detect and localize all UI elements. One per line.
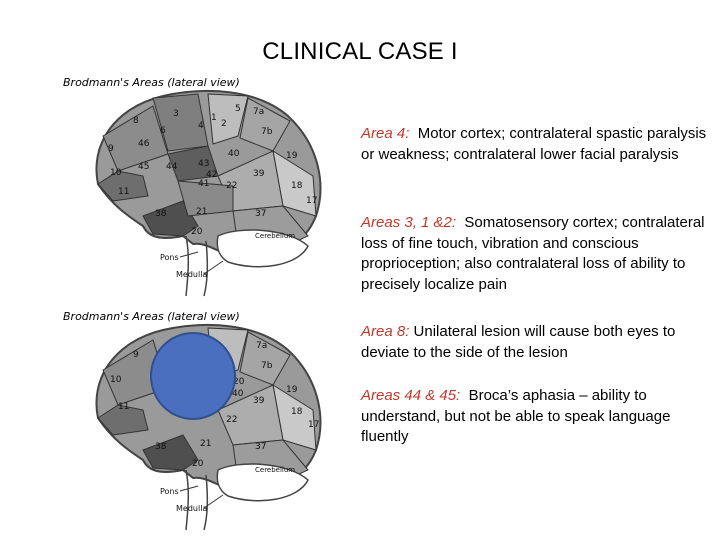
area-label: 40 (232, 389, 244, 399)
area-label: 42 (206, 170, 217, 180)
cortex-region (97, 170, 149, 202)
pons-pointer (179, 251, 199, 258)
area-label: 2 (221, 119, 227, 129)
area-label: 8 (133, 116, 139, 126)
area-label: 3 (173, 109, 179, 119)
area-label: 46 (138, 139, 150, 149)
area-label: 9 (133, 350, 139, 360)
area-label: 37 (255, 209, 266, 219)
area-label: 1 (211, 113, 217, 123)
pons-label: Pons (160, 487, 179, 496)
brodmann-figure-top: 3 5 7a 8 6 4 1 2 7b 9 46 40 10 45 44 43 … (58, 76, 328, 298)
cortex-region (142, 200, 199, 237)
area-label: 39 (253, 169, 265, 179)
case-block-areas-3-1-2: Areas 3, 1 &2: Somatosensory cortex; con… (361, 213, 716, 295)
area-label: 38 (155, 209, 167, 219)
medulla-pointer (203, 260, 224, 275)
medulla-label: Medulla (176, 504, 207, 513)
area-label: 22 (226, 181, 237, 191)
block-term: Areas 3, 1 &2: (361, 214, 457, 231)
area-label: 6 (160, 126, 166, 136)
lesion-marker (150, 332, 236, 420)
area-label: 19 (286, 151, 298, 161)
cerebellum (216, 229, 309, 268)
area-label: 7b (261, 127, 273, 137)
figure-caption: Brodmann's Areas (lateral view) (63, 310, 240, 323)
area-label: 43 (198, 159, 209, 169)
area-label: 20 (233, 377, 245, 387)
area-label: 17 (306, 196, 317, 206)
cortex-region (97, 404, 149, 436)
cortex-region (207, 93, 249, 145)
brodmann-figure-bottom: 9 7a 7b 10 19 20 39 18 17 11 38 21 37 20… (58, 310, 328, 532)
pons-label: Pons (160, 253, 179, 262)
block-term: Area 4: (361, 125, 410, 142)
cerebellum-label: Cerebellum (255, 466, 295, 474)
medulla-pointer (203, 494, 224, 509)
area-label: 38 (155, 442, 167, 452)
area-label: 20 (192, 459, 204, 469)
area-label: 39 (253, 396, 265, 406)
block-text: Broca’s aphasia – ability to understand,… (361, 387, 671, 445)
figure-caption: Brodmann's Areas (lateral view) (63, 76, 240, 89)
area-label: 11 (118, 402, 129, 412)
brainstem (185, 235, 209, 297)
block-text: Motor cortex; contralateral spastic para… (361, 125, 707, 163)
brain-diagram-bottom: 9 7a 7b 10 19 20 39 18 17 11 38 21 37 20… (95, 323, 322, 531)
area-label: 9 (108, 144, 114, 154)
area-label: 7a (253, 107, 264, 117)
block-term: Areas 44 & 45: (361, 387, 461, 404)
cortex-region (142, 434, 199, 471)
area-label: 4 (198, 121, 204, 131)
block-text: Unilateral lesion will cause both eyes t… (361, 323, 676, 361)
brainstem (185, 469, 209, 531)
brain-diagram-top: 3 5 7a 8 6 4 1 2 7b 9 46 40 10 45 44 43 … (95, 89, 322, 297)
case-block-area-4: Area 4: Motor cortex; contralateral spas… (361, 124, 716, 165)
block-term: Area 8: (361, 323, 410, 340)
area-label: 22 (226, 415, 237, 425)
area-label: 21 (196, 207, 207, 217)
area-label: 37 (255, 442, 266, 452)
area-label: 18 (291, 181, 303, 191)
area-label: 18 (291, 407, 303, 417)
area-label: 40 (228, 149, 240, 159)
area-label: 19 (286, 385, 298, 395)
area-label: 21 (200, 439, 211, 449)
area-label: 20 (191, 227, 203, 237)
area-label: 5 (235, 104, 241, 114)
area-label: 41 (198, 179, 209, 189)
block-text: Somatosensory cortex; contralateral loss… (361, 214, 705, 293)
area-label: 11 (118, 187, 129, 197)
area-label: 10 (110, 168, 122, 178)
medulla-label: Medulla (176, 270, 207, 279)
case-block-area-8: Area 8: Unilateral lesion will cause bot… (361, 322, 716, 363)
area-label: 44 (166, 162, 178, 172)
area-label: 17 (308, 420, 319, 430)
cerebellum (216, 463, 309, 502)
pons-pointer (179, 485, 199, 492)
slide-title: CLINICAL CASE I (262, 38, 458, 65)
cerebellum-label: Cerebellum (255, 232, 295, 240)
case-block-areas-44-45: Areas 44 & 45: Broca’s aphasia – ability… (361, 386, 716, 448)
area-label: 7a (256, 341, 267, 351)
area-label: 10 (110, 375, 122, 385)
area-label: 45 (138, 162, 149, 172)
area-label: 7b (261, 361, 273, 371)
